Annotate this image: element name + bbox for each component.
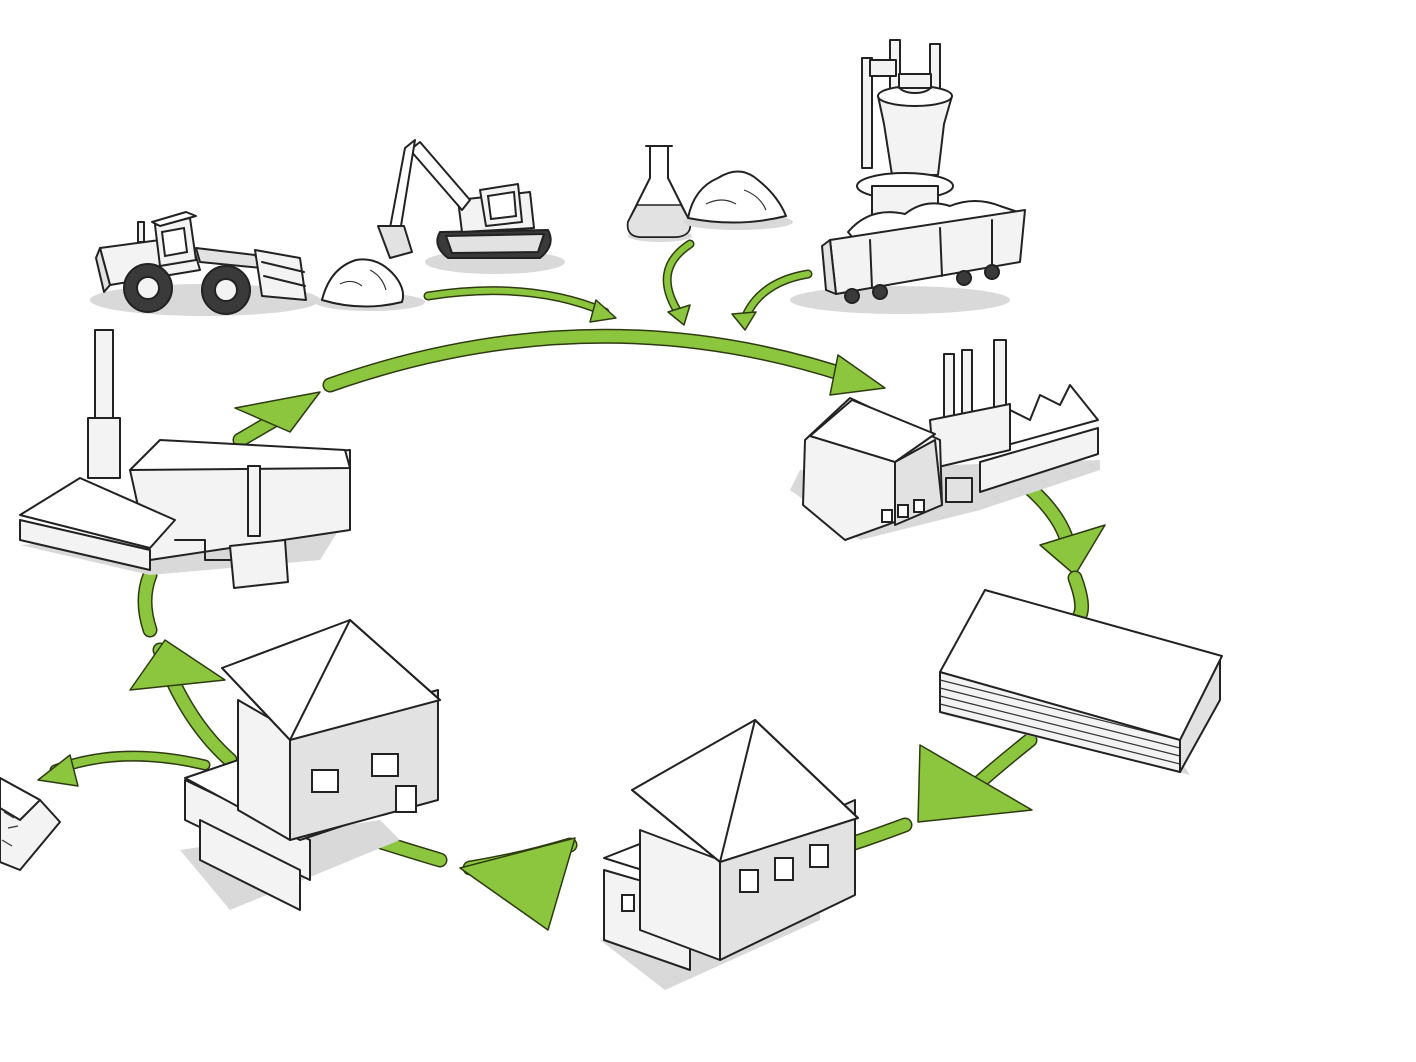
arrow-boards-connector-body — [1069, 572, 1088, 621]
arrow-quarry-in-head — [589, 299, 617, 323]
arrow-renovation-to-waste — [37, 750, 211, 787]
arrow-renovation-to-waste-head — [37, 754, 79, 787]
arrow-house-to-renovation — [459, 837, 578, 931]
arrow-house-to-renovation-head — [459, 837, 576, 931]
arrow-plant-to-cycle-body — [139, 569, 156, 636]
arrow-quarry-in-body — [425, 287, 608, 315]
arrow-factory-to-boards — [1012, 472, 1106, 576]
arrow-boards-to-house-head — [917, 744, 1033, 823]
waste-container-icon — [0, 777, 61, 871]
arrow-wagon-in-body — [742, 271, 811, 321]
arrow-top-arc-body — [324, 330, 866, 391]
rail-wagon-icon — [790, 200, 1026, 314]
arrow-factory-to-boards-head — [1039, 524, 1106, 576]
raw-material-pile-icon — [315, 258, 425, 311]
arrow-plant-to-top — [232, 391, 321, 448]
arrow-wagon-in — [731, 269, 813, 331]
arrow-renovation-to-plant-head — [129, 639, 226, 691]
powder-pile-icon — [683, 170, 793, 230]
arrow-top-arc-head — [829, 354, 886, 396]
factory-icon — [790, 339, 1100, 541]
arrow-plant-to-top-head — [234, 391, 321, 433]
new-house-icon — [600, 719, 859, 990]
arrow-flask-in-head — [667, 304, 691, 326]
flow-arrows — [37, 239, 1106, 931]
arrow-top-arc — [322, 328, 886, 396]
arrow-flask-in — [662, 239, 695, 326]
arrow-new-house-feed — [840, 817, 913, 853]
arrow-boards-to-house — [917, 732, 1038, 823]
lab-flask-icon — [626, 145, 692, 242]
arrow-flask-in-body — [664, 241, 693, 318]
excavator-icon — [377, 139, 565, 274]
recycling-plant-icon — [19, 329, 351, 589]
arrow-wagon-in-head — [731, 311, 757, 331]
wheel-loader-icon — [90, 211, 320, 316]
board-stack-icon — [939, 589, 1223, 775]
arrow-plant-to-cycle — [137, 567, 158, 638]
arrow-renovation-to-plant — [129, 639, 238, 768]
arrow-boards-connector — [1067, 570, 1090, 623]
arrow-quarry-in — [423, 286, 617, 323]
renovated-house-icon — [180, 619, 441, 911]
